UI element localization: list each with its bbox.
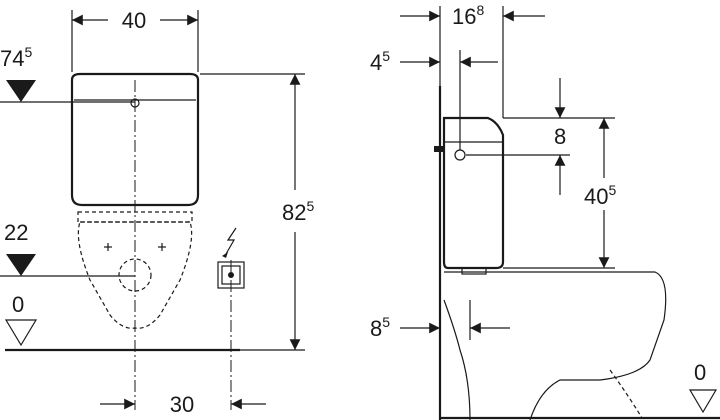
cistern-side — [442, 116, 505, 270]
outlet-outline — [118, 258, 152, 292]
cistern-height-label: 405 — [584, 182, 616, 209]
floor-marker-front — [4, 319, 38, 347]
depth-label: 168 — [452, 2, 484, 29]
button-side-icon — [454, 149, 466, 161]
width-label: 40 — [122, 8, 146, 33]
socket-offset-label: 30 — [170, 392, 194, 417]
side-view: 168 45 8 405 85 0 — [370, 2, 720, 420]
total-height-label: 825 — [282, 198, 314, 225]
seat-outline — [77, 211, 193, 223]
electric-arrow — [222, 252, 228, 258]
button-drop-label: 8 — [554, 124, 566, 149]
floor-label-side: 0 — [694, 360, 706, 385]
floor-label-front: 0 — [12, 292, 24, 317]
electric-icon — [225, 227, 237, 255]
inlet-pipe — [434, 146, 444, 152]
bottom-offset-label: 85 — [370, 314, 390, 341]
front-view: 40 745 825 22 0 30 — [0, 8, 314, 417]
cistern-front — [70, 72, 200, 207]
floor-marker-side — [688, 389, 718, 414]
height-label: 745 — [0, 44, 32, 71]
bowl-side-outline — [444, 271, 667, 420]
inlet-label: 22 — [4, 220, 28, 245]
bowl-outline — [77, 221, 193, 329]
level-marker-22 — [6, 254, 36, 276]
bowl-base-side — [443, 299, 471, 420]
wall-offset-label: 45 — [370, 48, 390, 75]
level-marker-74 — [6, 80, 36, 102]
outlet-side — [461, 267, 487, 275]
drain-side — [609, 369, 643, 419]
